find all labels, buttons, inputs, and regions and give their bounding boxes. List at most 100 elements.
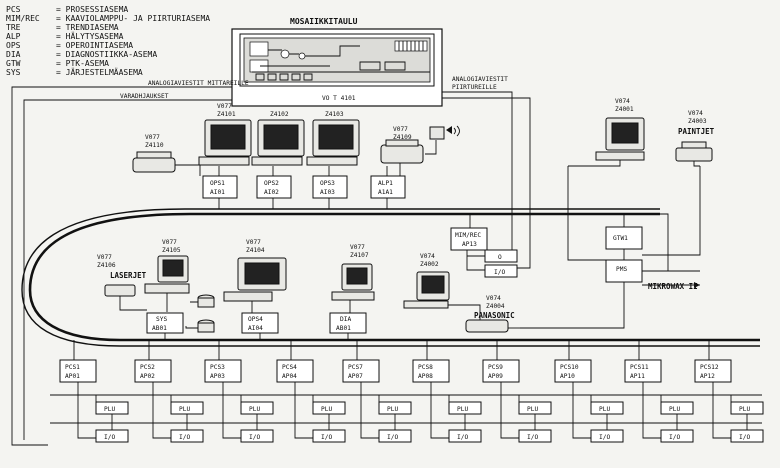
pms-label: PMS (616, 266, 627, 273)
alp-v: V077 (393, 126, 408, 133)
mim-rec-code: MIM/REC (455, 232, 481, 239)
pcs-code: PCS3 (210, 364, 225, 371)
legend-desc: = JÄRJESTELMÄASEMA (56, 67, 143, 77)
io-label: I/O (457, 434, 468, 441)
io-label: I/O (104, 434, 115, 441)
ops4-v: V077 (246, 239, 261, 246)
plu-label: PLU (669, 406, 680, 413)
keyboard (306, 156, 358, 166)
panasonic-v: V074 (486, 295, 501, 302)
io-label: I/O (669, 434, 680, 441)
ops4-addr: AI04 (248, 325, 263, 332)
ops-code: OPS2 (264, 180, 279, 187)
paintjet-printer: V074 Z4003 PAINTJET (675, 110, 715, 167)
pcs-code: PCS1 (65, 364, 80, 371)
ws-z4001-v: V074 (615, 98, 630, 105)
mosaic-title: MOSAIIKKITAULU (290, 17, 358, 26)
ops-code: OPS1 (210, 180, 225, 187)
mosaic-panel: MOSAIIKKITAULU VO T 4101 (231, 17, 443, 107)
mim-rec-o: O (498, 254, 502, 261)
mim-rec-io: I/O (494, 269, 505, 276)
pcs-addr: AP08 (418, 373, 433, 380)
ops-z: Z4102 (270, 111, 289, 118)
sys-v2: V077 (162, 239, 177, 246)
ops-box (370, 175, 406, 199)
pcs-addr: AP11 (630, 373, 645, 380)
io-label: I/O (387, 434, 398, 441)
pcs-code: PCS2 (140, 364, 155, 371)
sys-v: V077 (97, 254, 112, 261)
plu-label: PLU (104, 406, 115, 413)
legend-code: PCS (6, 5, 21, 14)
pcs-code: PCS10 (560, 364, 579, 371)
legend-code: MIM/REC (6, 14, 40, 23)
operator-station-boxes: OPS1AI01OPS2AI02OPS3AI03ALP1A1A1V077Z410… (202, 126, 412, 209)
pcs-code: PCS12 (700, 364, 719, 371)
panasonic-z: Z4004 (486, 303, 505, 310)
ws-z4001-z: Z4001 (615, 106, 634, 113)
signal-plotters-label-1: ANALOGIAVIESTIT (452, 76, 508, 83)
signal-alarms-label: VARADHJAUKSET (120, 93, 169, 100)
pcs-addr: AP04 (282, 373, 297, 380)
ws-z4002-z: Z4002 (420, 261, 439, 268)
ops4-code: OPS4 (248, 316, 263, 323)
laserjet-label: LASERJET (110, 271, 147, 280)
plu-label: PLU (599, 406, 610, 413)
mosaic-id: VO T 4101 (322, 95, 356, 102)
alarm-printer (380, 125, 460, 164)
legend-code: TRE (6, 23, 21, 32)
workstation-z4001: V074 Z4001 (568, 98, 645, 167)
legend-code: GTW (6, 59, 21, 68)
ops-box (256, 175, 292, 199)
pcs-addr: AP09 (488, 373, 503, 380)
keyboard (251, 156, 303, 166)
pcs-code: PCS8 (418, 364, 433, 371)
pcs-addr: AP10 (560, 373, 575, 380)
pcs-addr: AP07 (348, 373, 363, 380)
ops-z: Z4101 (217, 111, 236, 118)
plu-label: PLU (739, 406, 750, 413)
legend-code: ALP (6, 32, 21, 41)
sys-z2: Z4105 (162, 247, 181, 254)
mikrowax-label: MIKROWAX II (648, 282, 698, 291)
pcs-addr: AP02 (140, 373, 155, 380)
legend-desc: = OPEROINTIASEMA (56, 41, 133, 50)
ws-z4002-v: V074 (420, 253, 435, 260)
pcs-code: PCS9 (488, 364, 503, 371)
legend-desc: = TRENDIASEMA (56, 23, 119, 32)
plu-label: PLU (527, 406, 538, 413)
legend-desc: = DIAGNOSTIIKKA-ASEMA (56, 50, 157, 59)
plu-label: PLU (321, 406, 332, 413)
ops-code: OPS3 (320, 180, 335, 187)
ops4-station: V077 Z4104 OPS4 AI04 (223, 239, 287, 340)
gtw-code: GTW1 (613, 235, 628, 242)
legend-desc: = KAAVIOLAMPPU- JA PIIRTURIASEMA (56, 14, 210, 23)
ops-addr: A1A1 (378, 189, 393, 196)
dia-z: Z4107 (350, 252, 369, 259)
printer-left-v: V077 (145, 134, 160, 141)
ops-code: ALP1 (378, 180, 393, 187)
plu-label: PLU (457, 406, 468, 413)
dia-addr: AB01 (336, 325, 351, 332)
mim-rec-station: MIM/REC AP13 O I/O (450, 214, 518, 278)
panasonic-name: PANASONIC (474, 311, 515, 320)
io-label: I/O (321, 434, 332, 441)
dia-code: DIA (340, 316, 351, 323)
io-label: I/O (249, 434, 260, 441)
plu-label: PLU (249, 406, 260, 413)
ops-box (202, 175, 238, 199)
ops-box (312, 175, 348, 199)
io-label: I/O (179, 434, 190, 441)
plu-label: PLU (387, 406, 398, 413)
pcs-addr: AP12 (700, 373, 715, 380)
sys-code: SYS (156, 316, 167, 323)
legend-code: OPS (6, 41, 21, 50)
legend-desc: = PROSESSIASEMA (56, 5, 128, 14)
process-stations: PCS1AP01PLUI/OPCS2AP02PLUI/OPCS3AP03PLUI… (50, 340, 764, 443)
panasonic-printer: V074 Z4004 PANASONIC (465, 295, 520, 333)
pcs-addr: AP03 (210, 373, 225, 380)
mim-rec-addr: AP13 (462, 241, 477, 248)
io-label: I/O (739, 434, 750, 441)
